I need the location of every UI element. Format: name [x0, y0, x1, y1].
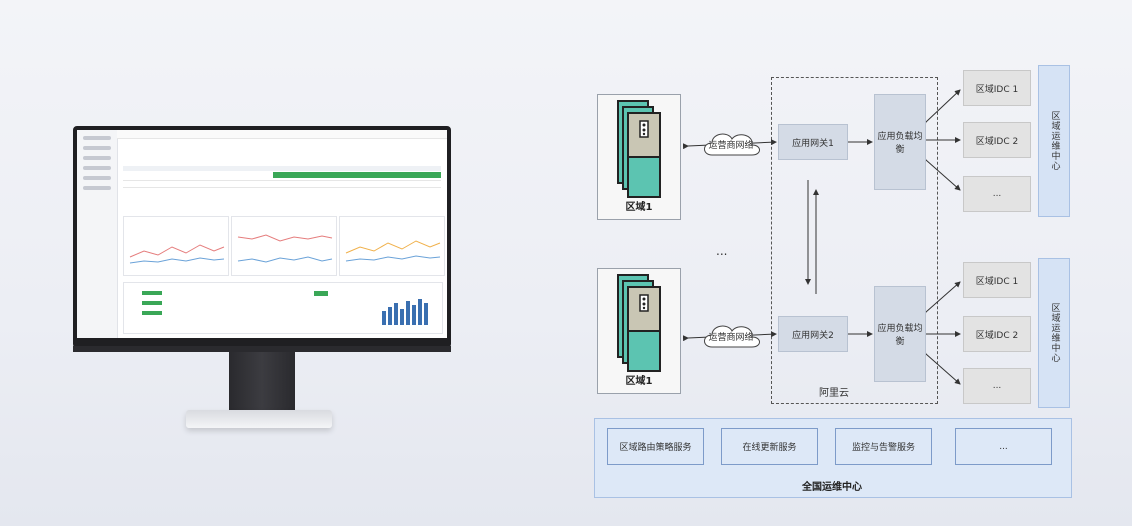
monitor-stand: [186, 410, 332, 428]
service-online-update: 在线更新服务: [721, 428, 818, 465]
region-box-2: 区域1: [597, 268, 681, 394]
idc-2-2: 区域IDC 2: [963, 316, 1031, 352]
dashboard-chart-1: [123, 216, 229, 276]
isp-cloud-label-1: 运营商网络: [708, 140, 754, 151]
dashboard-table: [123, 166, 441, 188]
dashboard-chart-2: [231, 216, 337, 276]
idc-2-more: ...: [963, 368, 1031, 404]
dashboard-chart-3: [339, 216, 445, 276]
cloud-icon: [704, 133, 760, 156]
region-label-1: 区域1: [625, 202, 653, 213]
app-gateway-2: 应用网关2: [778, 316, 848, 352]
monitor-neck: [229, 352, 295, 412]
load-balancer-2: 应用负载均衡: [874, 286, 926, 382]
middle-ellipsis: ...: [716, 244, 728, 258]
idc-2-1: 区域IDC 1: [963, 262, 1031, 298]
service-more: ...: [955, 428, 1052, 465]
dashboard-bottom-panel: [123, 282, 443, 334]
monitor: [73, 126, 451, 348]
dashboard-header: [117, 130, 447, 139]
aliyun-label: 阿里云: [819, 388, 849, 399]
national-ops-center-label: 全国运维中心: [802, 482, 862, 493]
service-route-policy: 区域路由策略服务: [607, 428, 704, 465]
region-box-1: 区域1: [597, 94, 681, 220]
load-balancer-1: 应用负载均衡: [874, 94, 926, 190]
app-gateway-1: 应用网关1: [778, 124, 848, 160]
cloud-icon: [704, 325, 760, 348]
monitor-chin: [73, 346, 451, 352]
server-rack-icon: [617, 274, 661, 372]
idc-1-more: ...: [963, 176, 1031, 212]
dashboard-sidebar: [77, 130, 118, 338]
region-ops-center-2: 区域运维中心: [1038, 258, 1070, 408]
server-rack-icon: [617, 100, 661, 198]
region-label-2: 区域1: [625, 376, 653, 387]
region-ops-center-label-2: 区域运维中心: [1049, 303, 1060, 363]
idc-1-1: 区域IDC 1: [963, 70, 1031, 106]
service-monitor-alert: 监控与告警服务: [835, 428, 932, 465]
monitor-screen: [77, 130, 447, 338]
aliyun-boundary: [771, 77, 938, 404]
idc-1-2: 区域IDC 2: [963, 122, 1031, 158]
region-ops-center-1: 区域运维中心: [1038, 65, 1070, 217]
region-ops-center-label-1: 区域运维中心: [1049, 111, 1060, 171]
isp-cloud-label-2: 运营商网络: [708, 332, 754, 343]
